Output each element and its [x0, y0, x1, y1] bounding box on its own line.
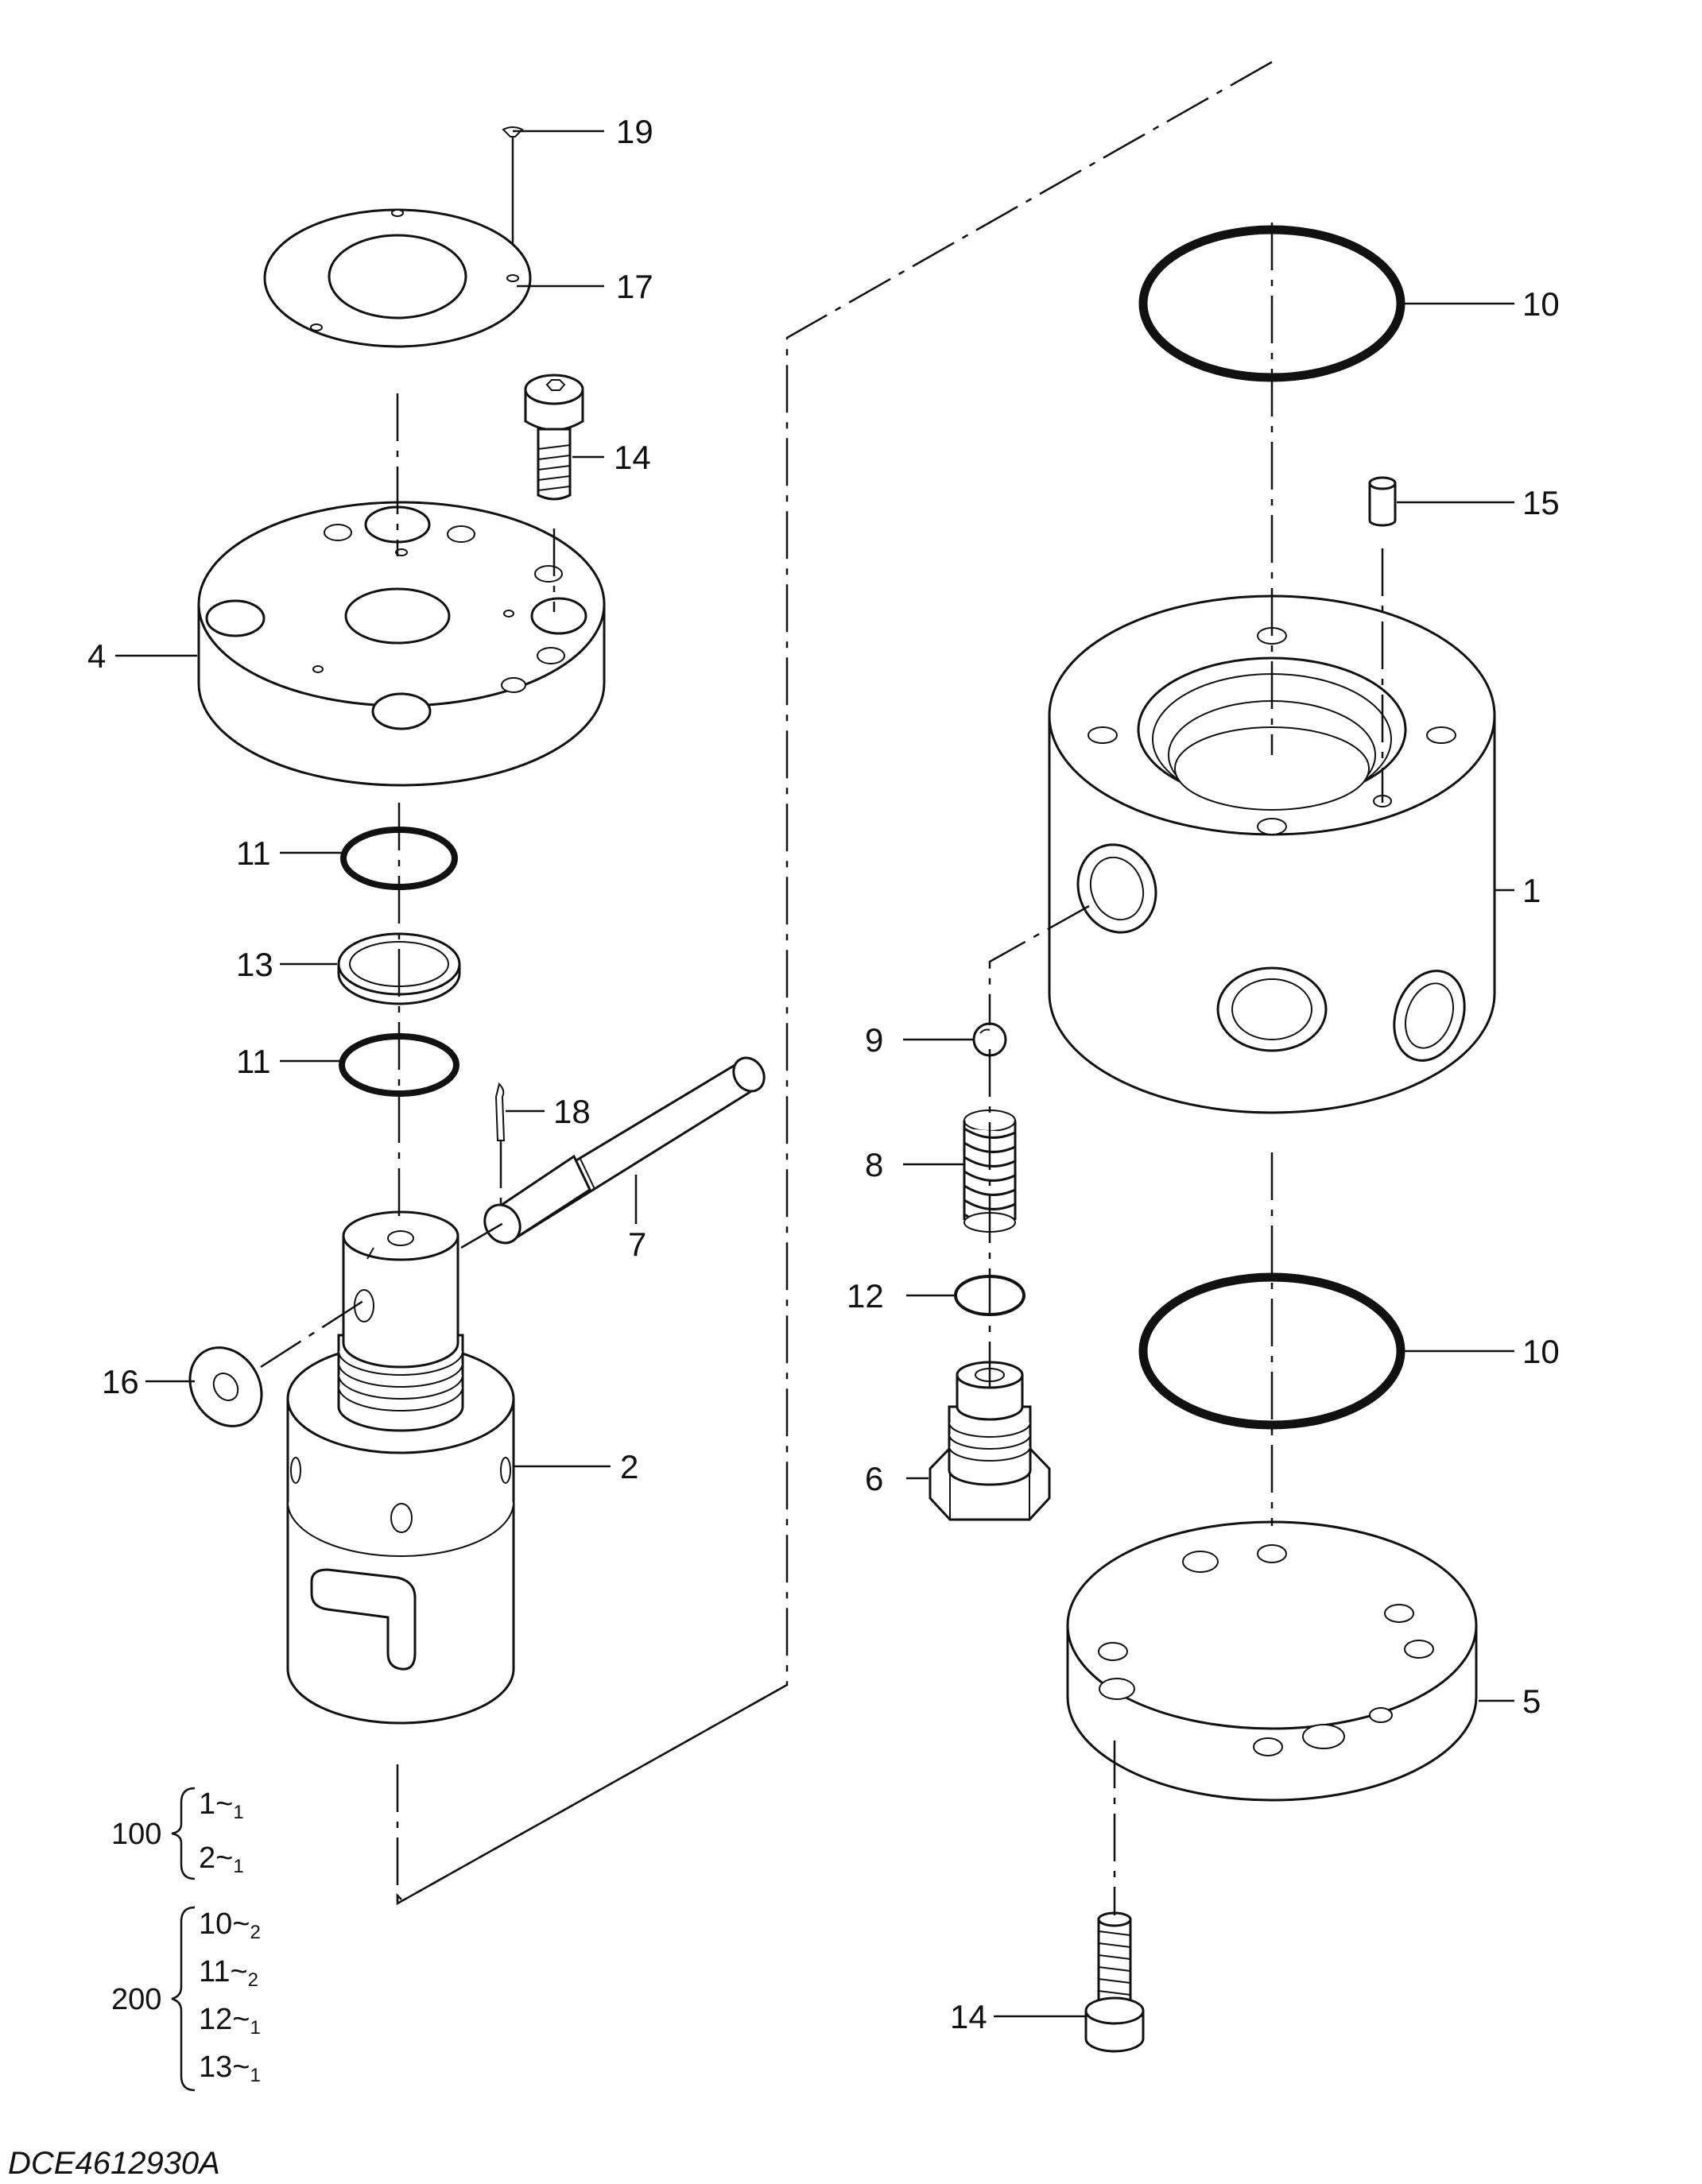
callout-15: 15 — [1522, 484, 1560, 521]
callout-labels: 19 17 14 4 11 13 11 18 7 16 2 10 15 1 9 … — [87, 113, 1560, 2035]
part-7-shaft — [483, 1056, 766, 1245]
part-14-bolt-lower — [1084, 1911, 1145, 2053]
callout-10-lower: 10 — [1522, 1333, 1560, 1370]
callout-11-lower: 11 — [236, 1043, 271, 1080]
callout-13: 13 — [236, 946, 273, 983]
kit-100-label: 100 — [111, 1818, 161, 1851]
part-4-cover — [197, 501, 606, 787]
callout-14-upper: 14 — [614, 439, 651, 476]
part-1-body — [1048, 594, 1496, 1114]
part-10-oring-lower — [1138, 1272, 1405, 1430]
kit-200-brace — [171, 1906, 196, 2092]
callout-12: 12 — [847, 1277, 884, 1315]
kit-200-item-4: 13~1 — [199, 2050, 261, 2086]
callout-14-lower: 14 — [950, 1998, 987, 2035]
center-lines — [260, 60, 1384, 1915]
part-2-spool-assembly — [286, 1210, 515, 1725]
drawing-reference: DCE4612930A — [8, 2146, 220, 2181]
part-17-plate — [263, 208, 532, 348]
part-16-washer — [188, 1346, 263, 1427]
kit-200-item-2: 11~2 — [199, 1955, 258, 1991]
kit-100-item-1: 1~1 — [199, 1787, 244, 1823]
kit-200-label: 200 — [111, 1983, 161, 2016]
leader-lines — [115, 130, 1514, 2018]
kit-200: 200 10~2 11~2 12~1 13~1 — [111, 1906, 261, 2092]
callout-17: 17 — [616, 268, 653, 305]
callout-5: 5 — [1522, 1683, 1541, 1720]
part-8-spring — [963, 1109, 1017, 1233]
kit-100-brace — [171, 1787, 196, 1880]
callout-11-upper: 11 — [236, 834, 271, 872]
callout-10-upper: 10 — [1522, 285, 1560, 323]
callout-8: 8 — [865, 1146, 883, 1183]
callout-6: 6 — [865, 1460, 883, 1497]
part-5-cover — [1066, 1520, 1478, 1802]
part-6-plug — [929, 1361, 1051, 1521]
callout-4: 4 — [87, 637, 106, 675]
kit-100-item-2: 2~1 — [199, 1841, 244, 1877]
part-18-pin — [494, 1082, 506, 1141]
callout-9: 9 — [865, 1021, 883, 1059]
part-15-dowel-pin — [1368, 476, 1397, 527]
kit-100: 100 1~1 2~1 — [111, 1787, 244, 1880]
callout-2: 2 — [620, 1448, 638, 1485]
callout-16: 16 — [102, 1363, 139, 1400]
callout-18: 18 — [553, 1093, 591, 1130]
part-14-bolt-upper — [524, 374, 584, 501]
kit-200-item-3: 12~1 — [199, 2003, 261, 2039]
kit-200-item-1: 10~2 — [199, 1907, 261, 1943]
callout-1: 1 — [1522, 872, 1541, 909]
callout-19: 19 — [616, 113, 653, 150]
callout-7: 7 — [628, 1226, 646, 1263]
